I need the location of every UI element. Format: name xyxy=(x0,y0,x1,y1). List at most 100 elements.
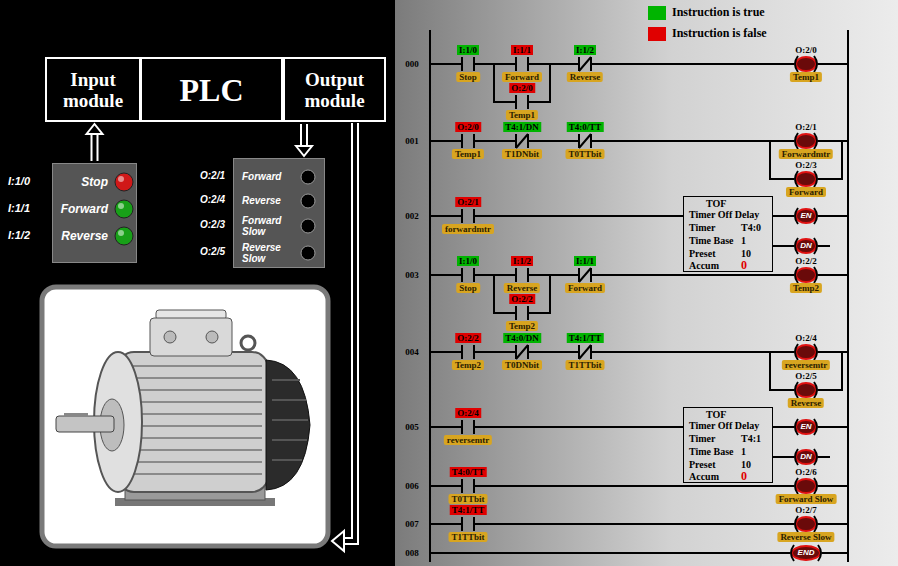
tag-name: Forwardmtr xyxy=(779,149,833,159)
signal-arrow xyxy=(87,124,103,161)
tag-name: Reverse xyxy=(504,283,540,293)
indicator-lamp xyxy=(301,170,315,184)
tag-name: T0DNbit xyxy=(502,360,542,370)
timer-field: Preset xyxy=(689,459,715,470)
timer-field: 0 xyxy=(741,259,747,272)
button-name: Forward xyxy=(61,202,108,216)
output-address: O:2/5 xyxy=(200,246,225,258)
rung-number: 001 xyxy=(405,136,419,146)
timer-field: Preset xyxy=(689,248,715,259)
tag-name: Stop xyxy=(456,72,480,82)
module-name: PLC xyxy=(180,73,244,107)
coil-address: O:2/3 xyxy=(795,160,817,170)
contact-address: I:1/0 xyxy=(457,256,479,266)
rung-number: 003 xyxy=(405,270,419,280)
module-box: Input module xyxy=(45,57,141,122)
output-coils xyxy=(791,56,821,561)
indicator-panel: ForwardReverseForward SlowReverse Slow xyxy=(233,158,325,268)
coil-label: EN xyxy=(800,422,811,432)
timer-block: TOFTimer Off DelayTimerT4:1Time Base1Pre… xyxy=(683,407,773,483)
timer-field: T4:1 xyxy=(741,433,761,444)
button-panel: StopForwardReverse xyxy=(52,163,137,263)
timer-field: T4:0 xyxy=(741,222,761,233)
contact-address: I:1/1 xyxy=(574,256,596,266)
coil-address: O:2/7 xyxy=(795,505,817,515)
push-button xyxy=(115,227,133,245)
legend-text: Instruction is false xyxy=(672,26,767,41)
coil-address: O:2/6 xyxy=(795,467,817,477)
rung-number: 007 xyxy=(405,519,419,529)
rung-number: 005 xyxy=(405,422,419,432)
module-box: Output module xyxy=(283,57,386,122)
tag-name: Temp1 xyxy=(790,72,822,82)
ladder-wires xyxy=(430,30,848,562)
input-address: I:1/1 xyxy=(8,202,30,215)
tag-name: Forward Slow xyxy=(776,494,837,504)
arrow-head xyxy=(296,146,312,156)
contact-address: T4:1/TT xyxy=(450,505,487,515)
contact-address: I:1/2 xyxy=(511,256,533,266)
timer-field: TOF xyxy=(706,198,726,209)
timer-field: Timer Off Delay xyxy=(689,420,759,431)
signal-arrow xyxy=(296,124,312,156)
contact-address: T4:0/DN xyxy=(503,333,541,343)
coil-address: O:2/2 xyxy=(795,256,817,266)
module-box: PLC xyxy=(140,57,283,122)
contact-address: O:2/4 xyxy=(455,408,481,418)
output-address: O:2/3 xyxy=(200,219,225,231)
timer-field: Accum xyxy=(689,471,719,482)
timer-block: TOFTimer Off DelayTimerT4:0Time Base1Pre… xyxy=(683,196,773,272)
output-address: O:2/1 xyxy=(200,170,225,182)
button-name: Stop xyxy=(81,175,108,189)
contact-address: O:2/0 xyxy=(455,122,481,132)
contact-address: O:2/0 xyxy=(509,83,535,93)
arrow-shaft xyxy=(92,134,98,161)
tag-name: Temp2 xyxy=(452,360,484,370)
contact-address: T4:0/TT xyxy=(450,467,487,477)
output-name: Reverse xyxy=(242,195,294,206)
timer-field: Time Base xyxy=(689,235,734,246)
push-button xyxy=(115,200,133,218)
timer-field: Timer xyxy=(689,433,715,444)
button-highlight xyxy=(118,203,124,209)
rung-number: 004 xyxy=(405,347,419,357)
contact-address: O:2/2 xyxy=(509,294,535,304)
coil-address: O:2/0 xyxy=(795,45,817,55)
timer-field: 10 xyxy=(741,248,751,259)
output-to-motor-arrow xyxy=(332,123,358,551)
coil-label: DN xyxy=(800,452,812,462)
tag-name: Forward xyxy=(565,283,605,293)
contact-address: T4:0/TT xyxy=(567,122,604,132)
output-name: Forward xyxy=(242,171,294,182)
tag-name: T1TTbit xyxy=(448,532,487,542)
button-highlight xyxy=(118,176,124,182)
timer-field: TOF xyxy=(706,409,726,420)
timer-field: 1 xyxy=(741,235,746,246)
tag-name: Reverse xyxy=(788,398,824,408)
arrow-head xyxy=(87,124,103,134)
tag-name: Reverse xyxy=(567,72,603,82)
indicator-lamp xyxy=(301,246,315,260)
tag-name: Temp1 xyxy=(506,110,538,120)
button-name: Reverse xyxy=(61,229,108,243)
tag-name: Forward xyxy=(502,72,542,82)
button-highlight xyxy=(118,230,124,236)
legend-swatch xyxy=(648,6,666,20)
coil-address: O:2/4 xyxy=(795,333,817,343)
rung-number: 006 xyxy=(405,481,419,491)
contact-address: T4:1/DN xyxy=(503,122,541,132)
module-name: Input module xyxy=(47,69,139,111)
timer-field: 0 xyxy=(741,470,747,483)
timer-field: Timer Off Delay xyxy=(689,209,759,220)
tag-name: Temp1 xyxy=(452,149,484,159)
tag-name: T0TTbit xyxy=(565,149,604,159)
rung-number: 000 xyxy=(405,59,419,69)
contact-address: I:1/0 xyxy=(457,45,479,55)
motor-drawing xyxy=(56,310,310,506)
contact-address: T4:1/TT xyxy=(567,333,604,343)
output-address: O:2/4 xyxy=(200,194,225,206)
tag-name: Stop xyxy=(456,283,480,293)
output-name: Reverse Slow xyxy=(242,242,294,264)
module-name: Output module xyxy=(285,69,384,111)
timer-field: Accum xyxy=(689,260,719,271)
